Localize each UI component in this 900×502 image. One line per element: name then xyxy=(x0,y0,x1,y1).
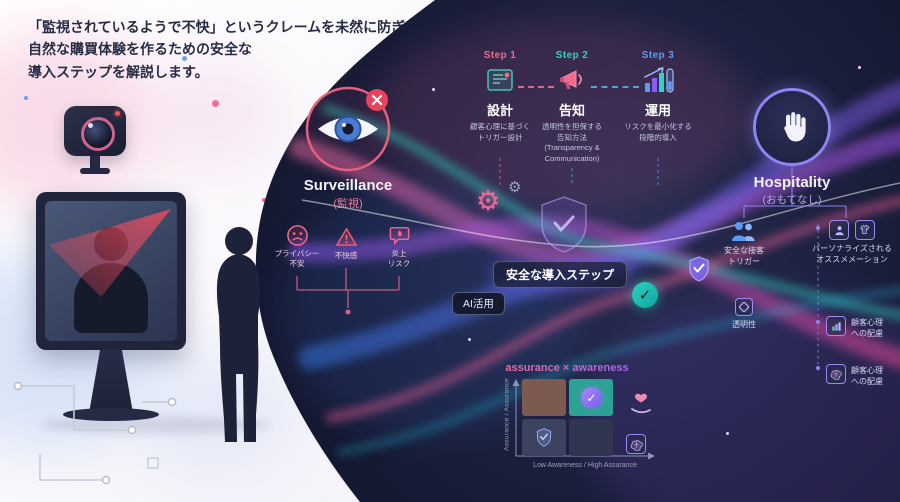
benefit-psychology-2: 顧客心理 への配慮 xyxy=(826,364,883,387)
warning-icon xyxy=(335,228,357,246)
benefit-label: 顧客心理 への配慮 xyxy=(851,318,883,339)
assurance-awareness-matrix xyxy=(522,379,613,456)
digital-signage-kiosk xyxy=(36,192,186,350)
matrix-title: assurance × awareness xyxy=(505,362,629,374)
camera-record-led xyxy=(115,111,120,116)
camera-base xyxy=(80,168,110,174)
crossed-eye-icon xyxy=(305,86,391,172)
accent-dot xyxy=(24,96,28,100)
step-1-title: 設計 xyxy=(486,103,513,118)
risk-discomfort: 不快感 xyxy=(313,226,379,261)
chart-icon xyxy=(826,316,846,336)
pink-blob-small xyxy=(150,60,280,170)
sad-face-icon xyxy=(286,225,308,246)
step-2-desc: 透明性を担保する 告知方法 (Transparency & Communicat… xyxy=(542,122,602,163)
hospitality-section: Hospitality (おもてなし) xyxy=(707,88,877,207)
step-1-desc: 顧客心理に基づく トリガー設計 xyxy=(470,122,530,142)
sparkle xyxy=(726,432,729,435)
step-2: Step 2 告知 透明性を担保する 告知方法 (Transparency & … xyxy=(516,50,628,164)
brain-icon xyxy=(826,364,846,384)
matrix-cell-tl xyxy=(522,379,566,416)
accent-dot xyxy=(182,56,187,61)
step-1: Step 1 設計 顧客心理に基づく トリガー設計 xyxy=(444,50,556,143)
transparency-icon xyxy=(735,298,753,316)
step-3-title: 運用 xyxy=(644,103,671,118)
small-shield-check-icon xyxy=(689,256,709,282)
person-icon xyxy=(829,220,849,240)
benefit-label: パーソナライズされる オススメメーション xyxy=(812,244,892,265)
blueprint-icon xyxy=(444,65,556,99)
shirt-icon xyxy=(855,220,875,240)
page-title: 「監視されているようで不快」というクレームを未然に防ぎ、 自然な購買体験を作るた… xyxy=(28,19,419,80)
check-circle-icon: ✓ xyxy=(632,282,658,308)
person-silhouette xyxy=(216,227,261,442)
flame-comment-icon xyxy=(389,227,409,245)
step-2-label: Step 2 xyxy=(555,50,589,61)
risk-label: 不快感 xyxy=(334,251,358,260)
camera-stem xyxy=(90,156,100,168)
risk-privacy: プライバシー 不安 xyxy=(264,224,330,269)
step-2-title: 告知 xyxy=(558,103,585,118)
accent-dot xyxy=(262,198,266,202)
step-3-label: Step 3 xyxy=(641,50,675,61)
benefit-personalized: パーソナライズされる オススメメーション xyxy=(806,220,898,265)
sparkle xyxy=(468,338,471,341)
step-3: Step 3 運用 リスクを最小化する 段階的導入 xyxy=(602,50,714,143)
testtube-chart-icon xyxy=(602,65,714,99)
sparkle xyxy=(858,66,861,69)
step-connector-1-2 xyxy=(518,86,554,88)
matrix-check-icon: ✓ xyxy=(581,387,602,408)
brain-box-icon xyxy=(626,434,646,454)
matrix-cell-bl xyxy=(522,419,566,456)
surveillance-subtitle: (監視) xyxy=(333,198,363,210)
hand-icon xyxy=(753,88,831,166)
shield-small-icon xyxy=(536,428,552,447)
matrix-x-axis-label: Low Awareness / High Assurance xyxy=(533,462,637,469)
risk-label: プライバシー 不安 xyxy=(274,249,320,269)
risk-label: 炎上 リスク xyxy=(387,249,411,269)
gear-icon-small: ⚙ xyxy=(508,179,522,196)
surveillance-title: Surveillance xyxy=(303,177,393,194)
kiosk-base xyxy=(63,408,159,421)
hand-heart-icon xyxy=(631,393,651,414)
circuit-traces xyxy=(13,381,177,485)
risk-flame: 炎上 リスク xyxy=(366,224,432,269)
shield-icon xyxy=(541,196,587,253)
lens-highlight xyxy=(88,123,93,128)
gear-icon: ⚙ xyxy=(476,186,501,216)
benefit-psychology-1: 顧客心理 への配慮 xyxy=(826,316,883,339)
surveillance-section: Surveillance (監視) xyxy=(268,84,428,211)
step-1-label: Step 1 xyxy=(483,50,517,61)
camera-device xyxy=(64,106,126,156)
hospitality-title: Hospitality xyxy=(753,174,831,191)
benefit-transparency: 透明性 xyxy=(714,298,774,330)
matrix-y-axis-label: Assurance / Assurance xyxy=(503,378,511,451)
benefit-label: 顧客心理 への配慮 xyxy=(851,366,883,387)
kiosk-screen xyxy=(45,201,177,341)
megaphone-icon xyxy=(516,65,628,99)
accent-dot xyxy=(212,100,219,107)
camera-lens-icon xyxy=(81,117,115,151)
people-icon xyxy=(732,222,755,241)
benefit-safe-trigger: 安全な接客 トリガー xyxy=(707,220,781,267)
ai-usage-label: AI活用 xyxy=(452,292,505,315)
matrix-cell-br xyxy=(569,419,613,456)
step-3-desc: リスクを最小化する 段階的導入 xyxy=(624,122,692,142)
safe-steps-label: 安全な導入ステップ xyxy=(492,261,628,288)
step-connector-2-3 xyxy=(591,86,639,88)
benefit-label: 安全な接客 トリガー xyxy=(724,246,764,267)
detection-beam xyxy=(49,209,171,297)
sparkle xyxy=(432,88,435,91)
benefit-label: 透明性 xyxy=(732,320,756,329)
hospitality-subtitle: (おもてなし) xyxy=(762,194,822,206)
